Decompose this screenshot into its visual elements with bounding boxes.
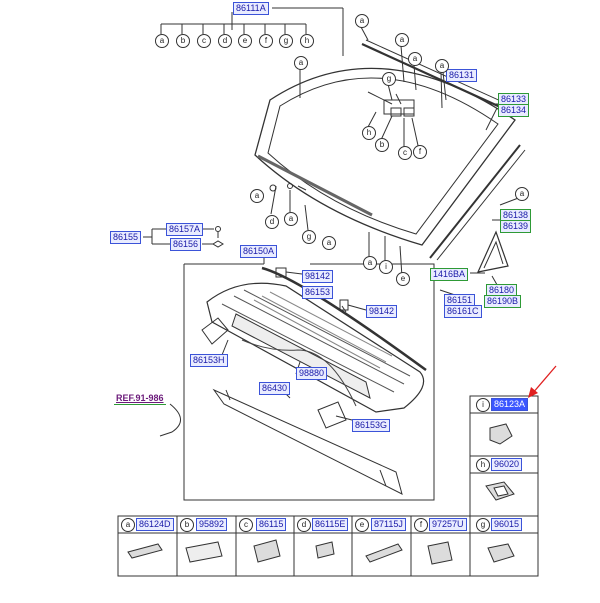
- bottom-table-part-86115[interactable]: 86115: [256, 518, 287, 531]
- side-table-part-96015[interactable]: 96015: [491, 518, 523, 531]
- callout-letter: a: [294, 56, 308, 70]
- bottom-table-part-97257u[interactable]: 97257U: [429, 518, 467, 531]
- part-label-moulding-side-b[interactable]: 86134: [498, 104, 530, 117]
- bottom-table-letter: e: [355, 518, 369, 532]
- bottom-table-letter: c: [239, 518, 253, 532]
- part-label-cowl-group[interactable]: 86155: [110, 231, 142, 244]
- bottom-table-letter: b: [180, 518, 194, 532]
- callout-letter: e: [396, 272, 410, 286]
- part-label-windshield-assy[interactable]: 86111A: [233, 2, 269, 15]
- bottom-table-letter: f: [414, 518, 428, 532]
- callout-letter: h: [362, 126, 376, 140]
- callout-letter: a: [395, 33, 409, 47]
- callout-letter: a: [322, 236, 336, 250]
- part-label-seal[interactable]: 86430: [259, 382, 291, 395]
- side-table-letter: g: [476, 518, 490, 532]
- bottom-table-part-86115e[interactable]: 86115E: [312, 518, 349, 531]
- callout-letter: a: [408, 52, 422, 66]
- part-label-bolt-b[interactable]: 86156: [170, 238, 202, 251]
- part-label-moulding-top[interactable]: 86131: [446, 69, 478, 82]
- part-label-garnish-b[interactable]: 86190B: [484, 295, 522, 308]
- side-table-letter: i: [476, 398, 490, 412]
- callout-letter: d: [218, 34, 232, 48]
- callout-letter: a: [155, 34, 169, 48]
- callout-letter: i: [379, 260, 393, 274]
- callout-letter: a: [435, 59, 449, 73]
- callout-letter: a: [250, 189, 264, 203]
- callout-letter: f: [259, 34, 273, 48]
- side-table-letter: h: [476, 458, 490, 472]
- part-label-hose-2[interactable]: 98142: [366, 305, 398, 318]
- pointer-arrow: [531, 365, 557, 395]
- part-label-clip-b[interactable]: 86161C: [444, 305, 482, 318]
- callout-letter: a: [284, 212, 298, 226]
- part-label-weatherstrip[interactable]: 86153: [302, 286, 334, 299]
- bottom-table-part-95892[interactable]: 95892: [196, 518, 228, 531]
- bottom-table-part-86124d[interactable]: 86124D: [136, 518, 174, 531]
- callout-letter: a: [515, 187, 529, 201]
- callout-letter: a: [363, 256, 377, 270]
- reference-link[interactable]: REF.91-986: [114, 393, 166, 405]
- callout-letter: c: [197, 34, 211, 48]
- callout-letter: e: [238, 34, 252, 48]
- callout-letter: c: [398, 146, 412, 160]
- callout-letter: d: [265, 215, 279, 229]
- part-label-nozzle-hose[interactable]: 98880: [296, 367, 328, 380]
- bottom-table-part-87115j[interactable]: 87115J: [371, 518, 406, 531]
- part-label-cover-left[interactable]: 86153H: [190, 354, 228, 367]
- part-label-retainer[interactable]: 1416BA: [430, 268, 469, 281]
- part-label-hose-1[interactable]: 98142: [302, 270, 334, 283]
- callout-letter: a: [355, 14, 369, 28]
- part-label-moulding-lower-a[interactable]: 86138: [500, 209, 532, 222]
- callout-letter: g: [382, 72, 396, 86]
- callout-letter: b: [375, 138, 389, 152]
- part-label-moulding-side-a[interactable]: 86133: [498, 93, 530, 106]
- callout-letter: g: [302, 230, 316, 244]
- callout-letter: b: [176, 34, 190, 48]
- bottom-table-letter: a: [121, 518, 135, 532]
- callout-letter: h: [300, 34, 314, 48]
- part-label-moulding-lower-b[interactable]: 86139: [500, 220, 532, 233]
- side-table-part-96020[interactable]: 96020: [491, 458, 523, 471]
- part-label-bolt-a[interactable]: 86157A: [166, 223, 204, 236]
- part-label-cover-right[interactable]: 86153G: [352, 419, 391, 432]
- side-table-part-86123a[interactable]: 86123A: [491, 398, 529, 411]
- part-label-cowl-panel[interactable]: 86150A: [240, 245, 278, 258]
- bottom-table-letter: d: [297, 518, 311, 532]
- callout-letter: g: [279, 34, 293, 48]
- callout-letter: f: [413, 145, 427, 159]
